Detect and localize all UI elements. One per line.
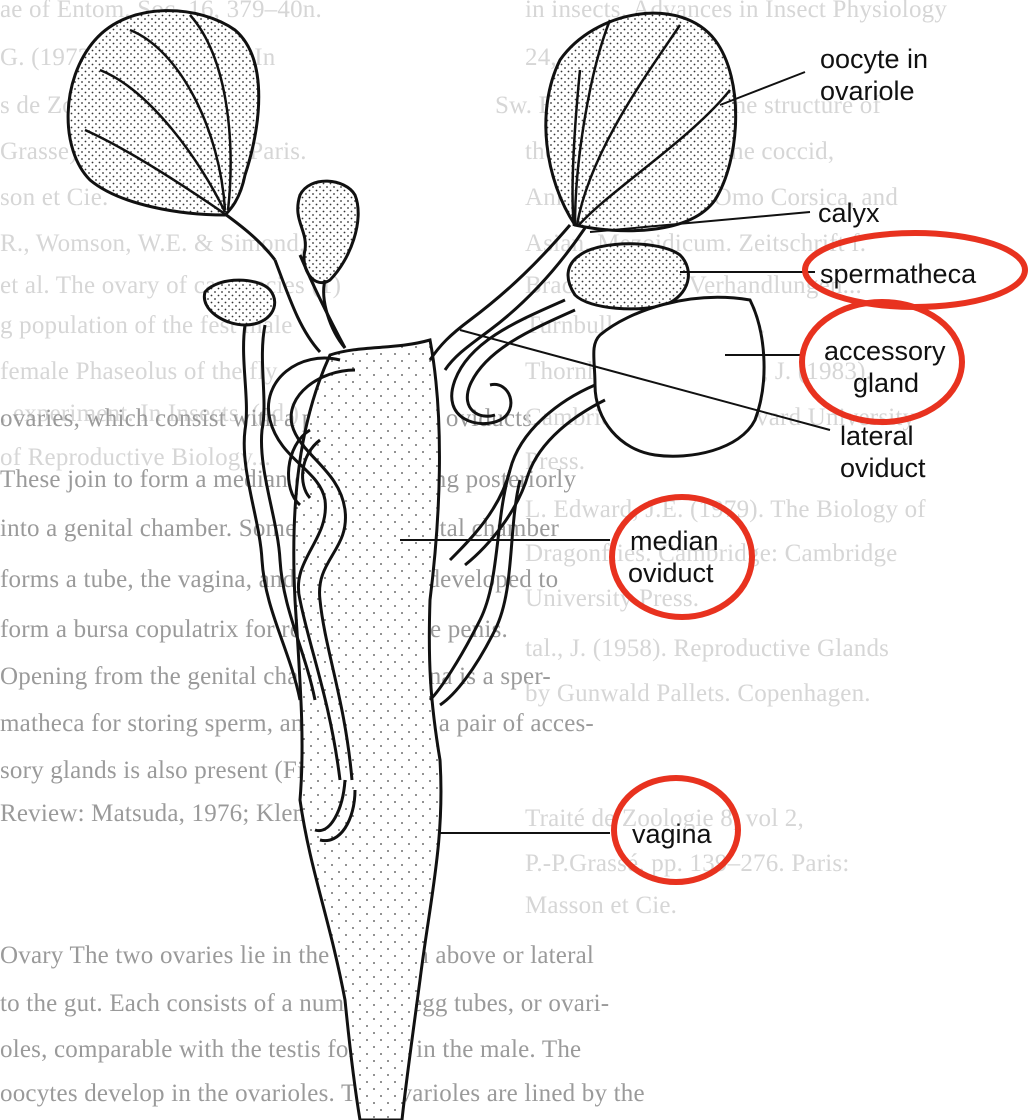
- label-vagina: vagina: [632, 819, 713, 849]
- label-median-line1: median: [630, 526, 719, 556]
- label-lateral-line1: lateral: [840, 421, 914, 451]
- right-ovary: [546, 13, 736, 231]
- label-spermatheca: spermatheca: [820, 259, 977, 289]
- label-oocyte-line2: ovariole: [820, 76, 915, 106]
- label-lateral-line2: oviduct: [840, 453, 926, 483]
- label-calyx: calyx: [818, 198, 880, 228]
- left-accessory-gland: [204, 280, 274, 325]
- label-accessory-line1: accessory: [824, 336, 946, 366]
- left-ovary: [68, 11, 275, 260]
- highlight-median-oviduct: [612, 497, 752, 617]
- label-accessory-line2: gland: [853, 368, 919, 398]
- median-oviduct-body: [294, 340, 441, 1120]
- right-accessory-gland: [594, 297, 764, 456]
- label-oocyte-line1: oocyte in: [820, 44, 928, 74]
- label-median-line2: oviduct: [628, 558, 714, 588]
- right-spermatheca: [568, 244, 688, 309]
